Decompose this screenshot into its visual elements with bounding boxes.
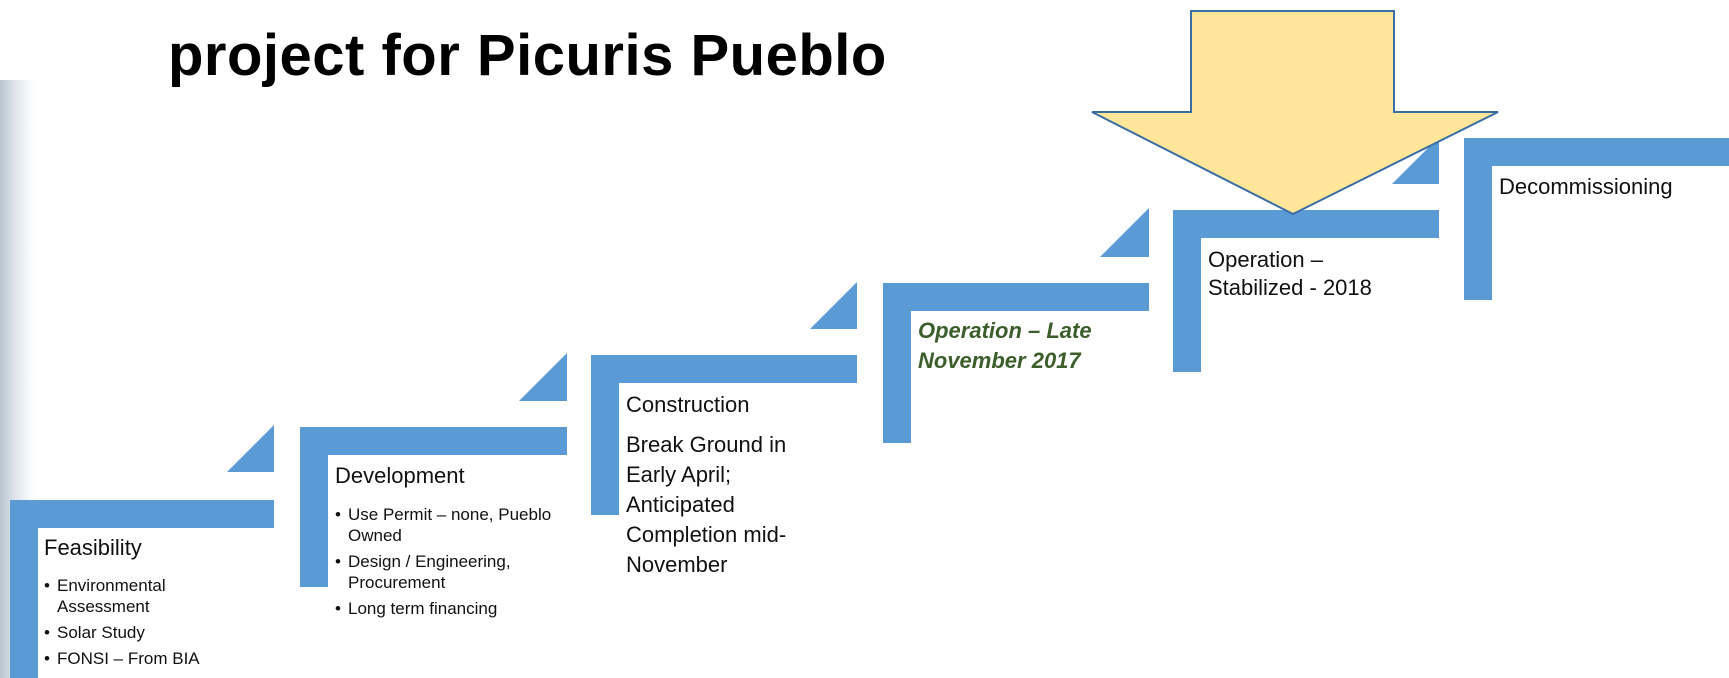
- stair-step-operation-stabilized-top-bar: [1173, 210, 1439, 238]
- stair-step-construction-top-bar: [591, 355, 857, 383]
- decommissioning-title: Decommissioning: [1499, 174, 1673, 199]
- stair-step-feasibility-top-bar: [10, 500, 274, 528]
- stair-step-construction-corner: [810, 282, 857, 329]
- stair-step-operation-late-top-bar: [883, 283, 1149, 311]
- stair-step-decommissioning-side-bar: [1464, 138, 1492, 300]
- development-bullets: Use Permit – none, Pueblo Owned Design /…: [335, 504, 565, 624]
- feasibility-title: Feasibility: [44, 535, 142, 560]
- stair-step-development-side-bar: [300, 427, 328, 587]
- stair-step-operation-stabilized-side-bar: [1173, 210, 1201, 372]
- stair-step-decommissioning-top-bar: [1464, 138, 1729, 166]
- operation-late-text: Operation – Late November 2017: [918, 318, 1092, 373]
- development-bullet: Long term financing: [335, 598, 565, 619]
- stair-step-operation-late-side-bar: [883, 283, 911, 443]
- development-bullet: Use Permit – none, Pueblo Owned: [335, 504, 565, 546]
- stair-step-construction-side-bar: [591, 355, 619, 515]
- feasibility-bullet: Solar Study: [44, 622, 244, 643]
- development-bullet: Design / Engineering, Procurement: [335, 551, 565, 593]
- stair-step-development-top-bar: [300, 427, 567, 455]
- feasibility-bullets: Environmental Assessment Solar Study FON…: [44, 575, 244, 674]
- construction-text: Break Ground in Early April; Anticipated…: [626, 432, 787, 577]
- down-arrow-icon: [1091, 10, 1499, 216]
- operation-stabilized-text: Operation – Stabilized - 2018: [1208, 247, 1372, 300]
- construction-title: Construction: [626, 392, 750, 417]
- down-arrow-shape: [1091, 10, 1499, 216]
- feasibility-bullet: FONSI – From BIA: [44, 648, 244, 669]
- stair-step-development-corner: [519, 353, 567, 401]
- stair-step-feasibility-corner: [227, 425, 274, 472]
- development-title: Development: [335, 463, 465, 488]
- page-title: project for Picuris Pueblo: [168, 23, 887, 88]
- stair-step-feasibility-side-bar: [10, 500, 38, 678]
- feasibility-bullet: Environmental Assessment: [44, 575, 244, 617]
